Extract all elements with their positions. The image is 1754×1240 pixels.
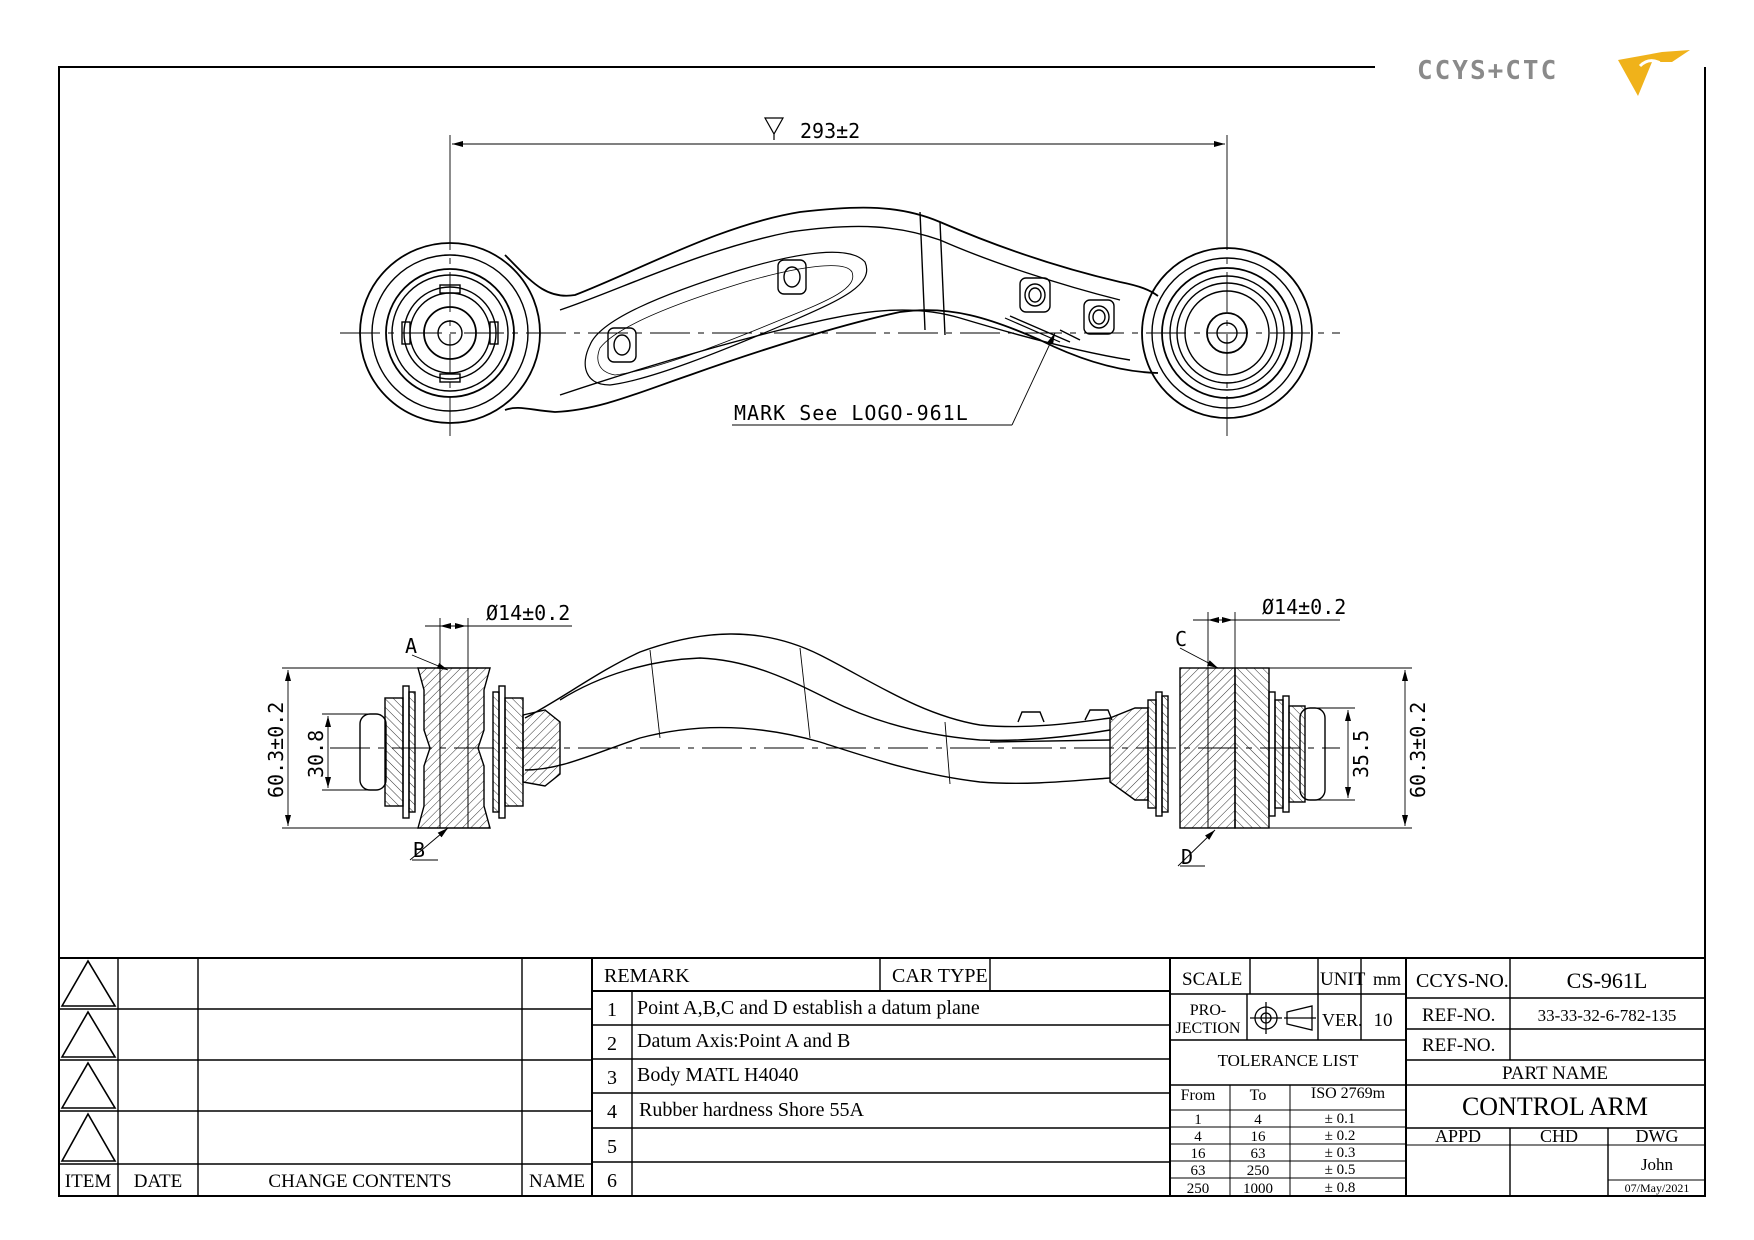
tolerance-title: TOLERANCE LIST [1218, 1051, 1359, 1070]
ver-value: 10 [1374, 1010, 1393, 1031]
name-header: NAME [529, 1171, 585, 1192]
company-logo: CCYS+CTC [1417, 50, 1690, 96]
remark-no-3: 3 [607, 1067, 617, 1089]
tol-from-header: From [1181, 1087, 1216, 1104]
item-header: ITEM [65, 1171, 112, 1192]
right-diameter-label: Ø14±0.2 [1262, 595, 1346, 619]
remark-text-4: Rubber hardness Shore 55A [639, 1099, 865, 1121]
left-outer-height-label: 60.3±0.2 [264, 702, 288, 798]
boss-2 [777, 259, 807, 295]
tol-value-3: ± 0.3 [1325, 1145, 1356, 1161]
tol-value-5: ± 0.8 [1325, 1180, 1356, 1196]
tol-from-5: 250 [1187, 1181, 1210, 1197]
remark-text-3: Body MATL H4040 [637, 1064, 798, 1086]
tol-from-2: 4 [1194, 1129, 1202, 1145]
top-view [340, 206, 1340, 440]
ccys-no-value: CS-961L [1567, 968, 1648, 993]
chd-label: CHD [1540, 1126, 1578, 1146]
tol-to-1: 4 [1254, 1112, 1262, 1128]
revision-headers: ITEM DATE CHANGE CONTENTS NAME [65, 1171, 585, 1192]
remark-no-4: 4 [607, 1101, 617, 1123]
boss-1 [607, 327, 637, 363]
logo-text: CCYS+CTC [1417, 56, 1558, 86]
left-diameter-label: Ø14±0.2 [486, 601, 570, 625]
logo-swoosh-icon [1618, 50, 1690, 96]
remark-no-2: 2 [607, 1033, 617, 1055]
surface-finish-icon [763, 117, 785, 140]
ref-no-label: REF-NO. [1422, 1005, 1495, 1026]
right-outer-height-label: 60.3±0.2 [1406, 702, 1430, 798]
tol-to-3: 63 [1251, 1146, 1266, 1162]
tol-to-2: 16 [1251, 1129, 1267, 1145]
left-inner-height-label: 30.8 [304, 730, 328, 778]
remark-header: REMARK [604, 965, 690, 987]
right-bushing-section [1109, 667, 1326, 829]
scale-label: SCALE [1182, 969, 1242, 990]
remark-no-5: 5 [607, 1136, 617, 1158]
tol-from-3: 16 [1191, 1146, 1207, 1162]
date-header: DATE [134, 1171, 183, 1192]
revision-triangle-icon [60, 959, 117, 1007]
tol-value-1: ± 0.1 [1325, 1111, 1356, 1127]
boss-4 [1083, 299, 1115, 335]
dwg-label: DWG [1636, 1126, 1679, 1146]
title-block: CCYS-NO. CS-961L REF-NO. 33-33-32-6-782-… [1416, 968, 1689, 1195]
revision-triangle-icon [60, 1061, 117, 1109]
part-name-label: PART NAME [1502, 1063, 1608, 1084]
tol-from-4: 63 [1191, 1163, 1206, 1179]
side-dimensions [282, 612, 1412, 867]
remarks-table: REMARK CAR TYPE 1 Point A,B,C and D esta… [604, 965, 988, 1192]
point-d-label: D [1181, 845, 1193, 869]
projection-symbol-icon [1250, 1002, 1316, 1034]
left-bushing-eye [359, 242, 541, 424]
tol-value-2: ± 0.2 [1325, 1128, 1356, 1144]
tol-to-header: To [1250, 1087, 1267, 1104]
left-bushing-section [359, 667, 561, 829]
right-bushing-eye [1141, 247, 1313, 419]
projection-label-1: PRO- [1190, 1002, 1226, 1019]
ref-no2-label: REF-NO. [1422, 1035, 1495, 1056]
remark-text-2: Datum Axis:Point A and B [637, 1030, 850, 1052]
tol-from-1: 1 [1194, 1112, 1202, 1128]
side-view [330, 633, 1340, 829]
unit-label: UNIT [1320, 969, 1366, 990]
point-c-label: C [1175, 627, 1187, 651]
length-dim-label: 293±2 [800, 119, 860, 143]
title-block-grid [59, 957, 1705, 1196]
spec-block: SCALE UNIT mm PRO- JECTION VER. 10 TOLER… [1176, 969, 1401, 1197]
tol-value-4: ± 0.5 [1325, 1162, 1356, 1178]
remark-text-1: Point A,B,C and D establish a datum plan… [637, 997, 980, 1019]
dwg-by: John [1641, 1155, 1674, 1174]
arm-pocket [584, 251, 868, 386]
tol-to-5: 1000 [1243, 1181, 1273, 1197]
revision-triangles [60, 959, 117, 1162]
mark-leader [732, 332, 1056, 426]
drawing-date: 07/May/2021 [1625, 1181, 1690, 1195]
tol-iso-header: ISO 2769m [1311, 1085, 1386, 1102]
ver-label: VER. [1322, 1010, 1363, 1030]
length-dimension [449, 117, 1228, 248]
arm-outline [504, 206, 1159, 413]
boss-3 [1019, 277, 1051, 313]
revision-triangle-icon [60, 1112, 117, 1162]
right-inner-height-label: 35.5 [1349, 730, 1373, 778]
projection-label-2: JECTION [1176, 1020, 1241, 1037]
change-contents-header: CHANGE CONTENTS [268, 1171, 451, 1192]
point-b-label: B [413, 838, 425, 862]
appd-label: APPD [1435, 1126, 1481, 1146]
part-name-value: CONTROL ARM [1462, 1092, 1648, 1121]
arm-side-outline [524, 633, 1111, 728]
mark-note: MARK See LOGO-961L [734, 401, 969, 425]
remark-no-6: 6 [607, 1170, 617, 1192]
revision-triangle-icon [60, 1010, 117, 1058]
car-type-label: CAR TYPE [892, 965, 988, 987]
remark-no-1: 1 [607, 999, 617, 1021]
sheet-border [58, 66, 1706, 1197]
ref-no-value: 33-33-32-6-782-135 [1538, 1006, 1677, 1025]
tol-to-4: 250 [1247, 1163, 1270, 1179]
ccys-no-label: CCYS-NO. [1416, 970, 1509, 992]
point-a-label: A [405, 634, 417, 658]
unit-value: mm [1373, 969, 1401, 989]
